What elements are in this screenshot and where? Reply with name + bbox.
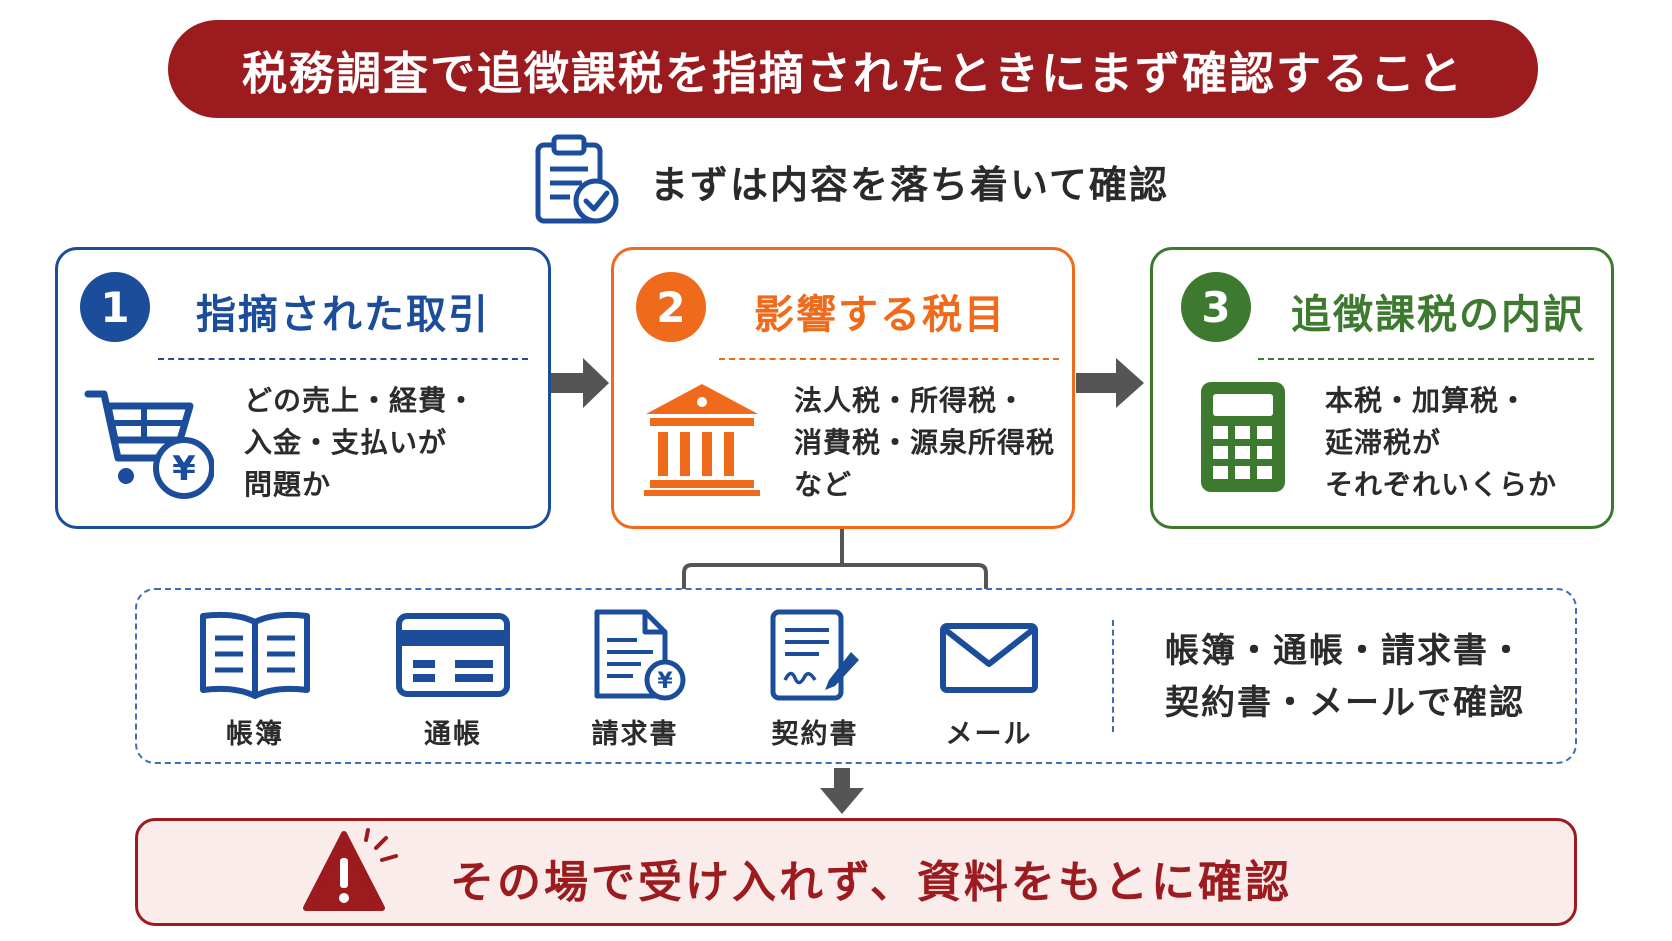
bankbook-card-icon bbox=[396, 613, 510, 697]
document-label: 請求書 bbox=[591, 719, 679, 750]
card-divider-1 bbox=[158, 358, 528, 360]
invoice-yen-icon: ¥ bbox=[594, 609, 686, 701]
card-description-1: どの売上・経費・ 入金・支払いが 問題か bbox=[244, 384, 477, 501]
svg-text:¥: ¥ bbox=[657, 669, 673, 694]
documents-divider bbox=[1112, 620, 1114, 732]
step-number-3: 3 bbox=[1181, 272, 1251, 342]
document-item-contract: 契約書 bbox=[740, 608, 890, 751]
svg-text:¥: ¥ bbox=[172, 449, 196, 489]
document-label: 契約書 bbox=[771, 719, 859, 750]
shopping-cart-yen-icon: ¥ bbox=[84, 390, 214, 499]
step-number-1: 1 bbox=[80, 272, 150, 342]
document-label: メール bbox=[945, 719, 1033, 750]
document-item-invoice: ¥ 請求書 bbox=[560, 608, 710, 751]
documents-summary: 帳簿・通帳・請求書・ 契約書・メールで確認 bbox=[1165, 631, 1525, 723]
subtitle: まずは内容を落ち着いて確認 bbox=[650, 162, 1169, 207]
arrow-down-icon bbox=[820, 768, 864, 814]
title-banner: 税務調査で追徴課税を指摘されたときにまず確認すること bbox=[168, 20, 1538, 118]
document-item-bankbook: 通帳 bbox=[378, 608, 528, 751]
calculator-icon bbox=[1201, 382, 1285, 492]
document-item-ledger: 帳簿 bbox=[180, 608, 330, 751]
document-label: 通帳 bbox=[424, 719, 482, 750]
warning-text: その場で受け入れず、資料をもとに確認 bbox=[450, 857, 1293, 908]
documents-box bbox=[135, 588, 1577, 764]
card-description-3: 本税・加算税・ 延滞税が それぞれいくらか bbox=[1325, 384, 1558, 501]
document-label: 帳簿 bbox=[226, 719, 284, 750]
card-additional-tax-breakdown: 3 追徴課税の内訳 本税・加算税・ 延滞税が それぞれいくらか bbox=[1150, 247, 1614, 529]
arrow-right-icon bbox=[1076, 358, 1144, 408]
step-number-2: 2 bbox=[636, 272, 706, 342]
card-description-2: 法人税・所得税・ 消費税・源泉所得税 など bbox=[794, 384, 1056, 501]
arrow-right-icon bbox=[551, 358, 609, 408]
card-indicated-transaction: 1 指摘された取引 ¥ どの売上・経費・ 入金・支払いが 問題か bbox=[55, 247, 551, 529]
document-item-email: メール bbox=[914, 608, 1064, 751]
government-building-icon bbox=[644, 384, 760, 496]
card-divider-3 bbox=[1258, 358, 1594, 360]
card-affected-tax-items: 2 影響する税目 法人税・所得税・ 消費税・源泉所得税 など bbox=[611, 247, 1075, 529]
envelope-icon bbox=[940, 623, 1038, 693]
page-title: 税務調査で追徴課税を指摘されたときにまず確認すること bbox=[241, 46, 1464, 100]
subtitle-row: まずは内容を落ち着いて確認 bbox=[530, 133, 1169, 229]
card-divider-2 bbox=[719, 358, 1059, 360]
book-icon bbox=[200, 611, 310, 699]
card-title-2: 影響する税目 bbox=[754, 292, 1006, 338]
card-title-1: 指摘された取引 bbox=[196, 292, 490, 338]
contract-signature-icon bbox=[770, 609, 859, 701]
bracket-connector bbox=[682, 529, 988, 589]
card-title-3: 追徴課税の内訳 bbox=[1291, 292, 1585, 338]
clipboard-check-icon bbox=[535, 134, 619, 224]
warning-triangle-icon bbox=[303, 828, 398, 911]
